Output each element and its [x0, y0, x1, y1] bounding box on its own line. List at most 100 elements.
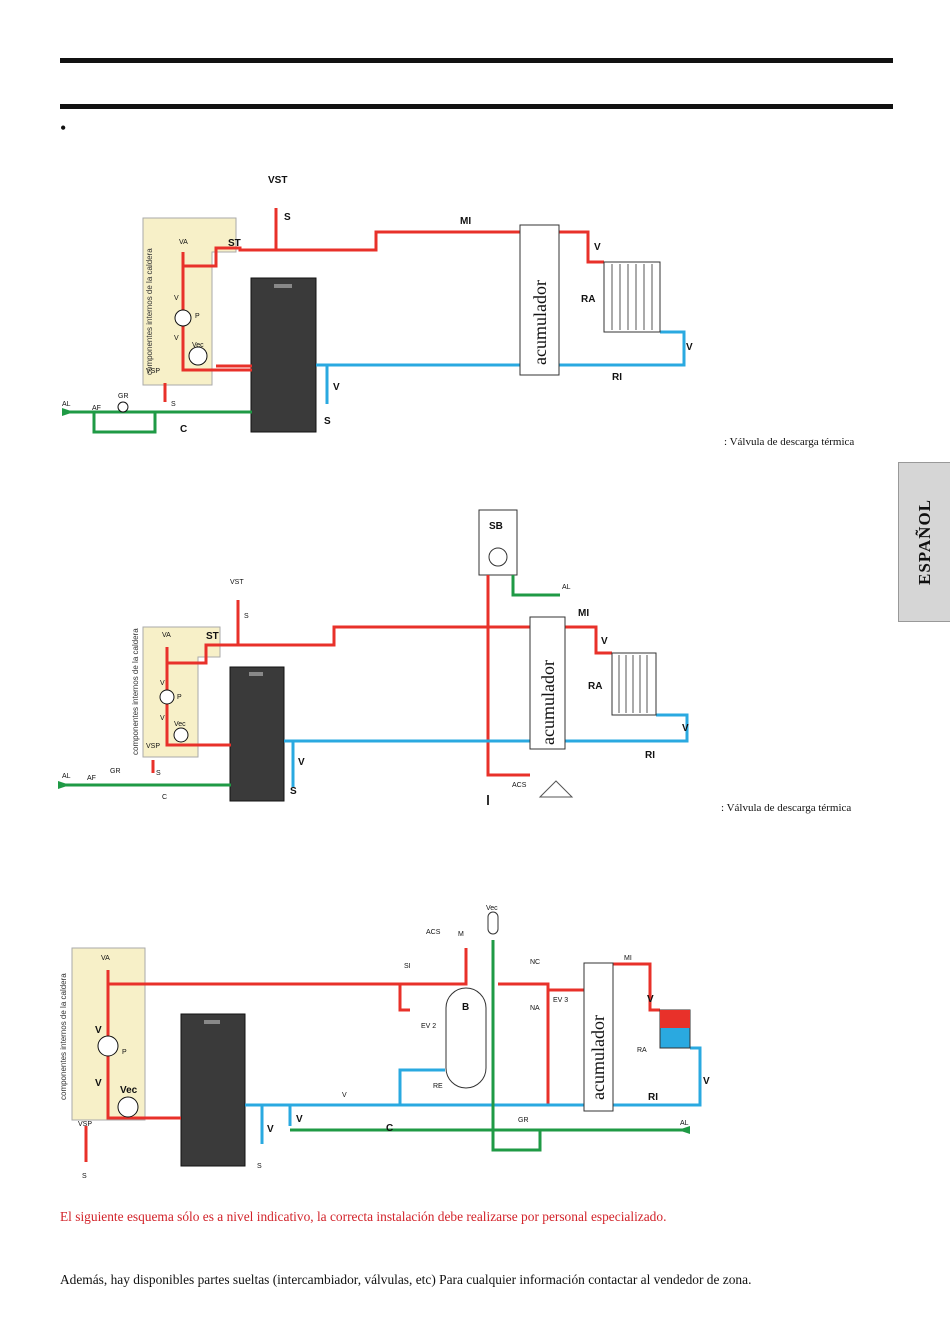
pump-icon [97, 1035, 119, 1057]
svg-text:S: S [171, 401, 176, 408]
svg-text:VA: VA [101, 955, 110, 962]
svg-text:V: V [95, 1078, 102, 1089]
svg-text:SB: SB [489, 521, 503, 532]
svg-text:MI: MI [460, 216, 471, 227]
svg-text:V: V [682, 723, 689, 734]
accumulator-label: acumulador [588, 1015, 608, 1100]
svg-text:VSP: VSP [78, 1121, 92, 1128]
svg-text:RE: RE [433, 1083, 443, 1090]
svg-text:RI: RI [645, 750, 655, 761]
svg-text:S: S [244, 613, 249, 620]
pump-icon [174, 309, 192, 327]
pump-icon [159, 689, 175, 705]
svg-text:S: S [156, 770, 161, 777]
svg-text:C: C [180, 424, 187, 435]
svg-text:Vec: Vec [486, 905, 498, 912]
svg-text:AL: AL [62, 401, 71, 408]
svg-text:P: P [122, 1049, 127, 1056]
info-note: Además, hay disponibles partes sueltas (… [60, 1272, 752, 1287]
svg-text:RA: RA [581, 294, 595, 305]
svg-text:P: P [177, 694, 182, 701]
svg-text:VST: VST [230, 579, 244, 586]
accumulator-tank [529, 616, 566, 750]
svg-text:NC: NC [530, 959, 540, 966]
svg-text:Vec: Vec [174, 721, 186, 728]
boiler [229, 666, 285, 802]
svg-text:GR: GR [118, 393, 129, 400]
svg-text:RI: RI [612, 372, 622, 383]
svg-text:V: V [160, 680, 165, 687]
svg-text:S: S [324, 416, 331, 427]
svg-text:V: V [703, 1076, 710, 1087]
svg-text:VSP: VSP [146, 368, 160, 375]
expansion-vessel-icon [188, 346, 208, 366]
svg-text:ACS: ACS [512, 782, 527, 789]
svg-text:C: C [162, 794, 167, 801]
boiler [250, 277, 317, 433]
svg-text:MI: MI [578, 608, 589, 619]
svg-text:V: V [647, 994, 654, 1005]
svg-text:V: V [174, 295, 179, 302]
svg-text:AL: AL [562, 584, 571, 591]
warning-note: El siguiente esquema sólo es a nivel ind… [60, 1209, 667, 1224]
caption-2: : Válvula de descarga térmica [721, 802, 852, 814]
svg-text:B: B [462, 1002, 469, 1013]
svg-text:V: V [601, 636, 608, 647]
svg-text:S: S [82, 1173, 87, 1180]
accumulator-label: acumulador [538, 660, 558, 745]
svg-text:VA: VA [179, 239, 188, 246]
svg-text:SI: SI [404, 963, 411, 970]
svg-text:AF: AF [87, 775, 96, 782]
svg-text:AL: AL [62, 773, 71, 780]
diagram-3: componentes internos de la caldera acumu… [0, 900, 900, 1190]
svg-text:S: S [284, 212, 291, 223]
svg-text:GR: GR [110, 768, 121, 775]
language-tab-label: ESPAÑOL [915, 498, 934, 586]
diagram-1: componentes internos de la caldera acumu… [0, 170, 900, 440]
svg-text:MI: MI [624, 955, 632, 962]
svg-text:V: V [686, 342, 693, 353]
svg-text:VA: VA [162, 632, 171, 639]
internal-components-label: componentes internos de la caldera [131, 628, 140, 755]
internal-components-label: componentes internos de la caldera [59, 973, 68, 1100]
internal-components-label: componentes internos de la caldera [145, 248, 154, 375]
svg-text:M: M [458, 931, 464, 938]
svg-text:Vec: Vec [192, 342, 204, 349]
svg-text:P: P [195, 313, 200, 320]
svg-text:C: C [386, 1123, 393, 1134]
svg-text:ST: ST [206, 631, 219, 642]
svg-text:V: V [95, 1025, 102, 1036]
top-rule [60, 58, 893, 63]
accumulator-label: acumulador [530, 280, 550, 365]
caption-1: : Válvula de descarga térmica [724, 436, 855, 448]
svg-text:V: V [267, 1124, 274, 1135]
svg-text:GR: GR [518, 1117, 529, 1124]
svg-text:RA: RA [588, 681, 602, 692]
bullet: • [60, 118, 67, 138]
accumulator-tank [519, 224, 560, 376]
dhw-tank [445, 987, 487, 1089]
svg-text:AF: AF [92, 405, 101, 412]
svg-text:ACS: ACS [426, 929, 441, 936]
svg-text:V: V [298, 757, 305, 768]
svg-text:VST: VST [268, 175, 287, 186]
svg-text:V: V [296, 1114, 303, 1125]
svg-text:V: V [333, 382, 340, 393]
svg-text:Vec: Vec [120, 1085, 138, 1096]
svg-text:RA: RA [637, 1047, 647, 1054]
language-tab: ESPAÑOL [898, 462, 950, 622]
svg-text:V: V [594, 242, 601, 253]
svg-text:V: V [174, 335, 179, 342]
svg-text:RI: RI [648, 1092, 658, 1103]
svg-text:S: S [257, 1163, 262, 1170]
boiler [180, 1013, 246, 1167]
svg-text:NA: NA [530, 1005, 540, 1012]
svg-text:VSP: VSP [146, 743, 160, 750]
svg-text:AL: AL [680, 1120, 689, 1127]
radiator [603, 261, 661, 333]
expansion-vessel-icon [117, 1096, 139, 1118]
svg-text:V: V [160, 715, 165, 722]
svg-text:V: V [342, 1092, 347, 1099]
expansion-vessel-icon [173, 727, 189, 743]
svg-text:ST: ST [228, 238, 241, 249]
